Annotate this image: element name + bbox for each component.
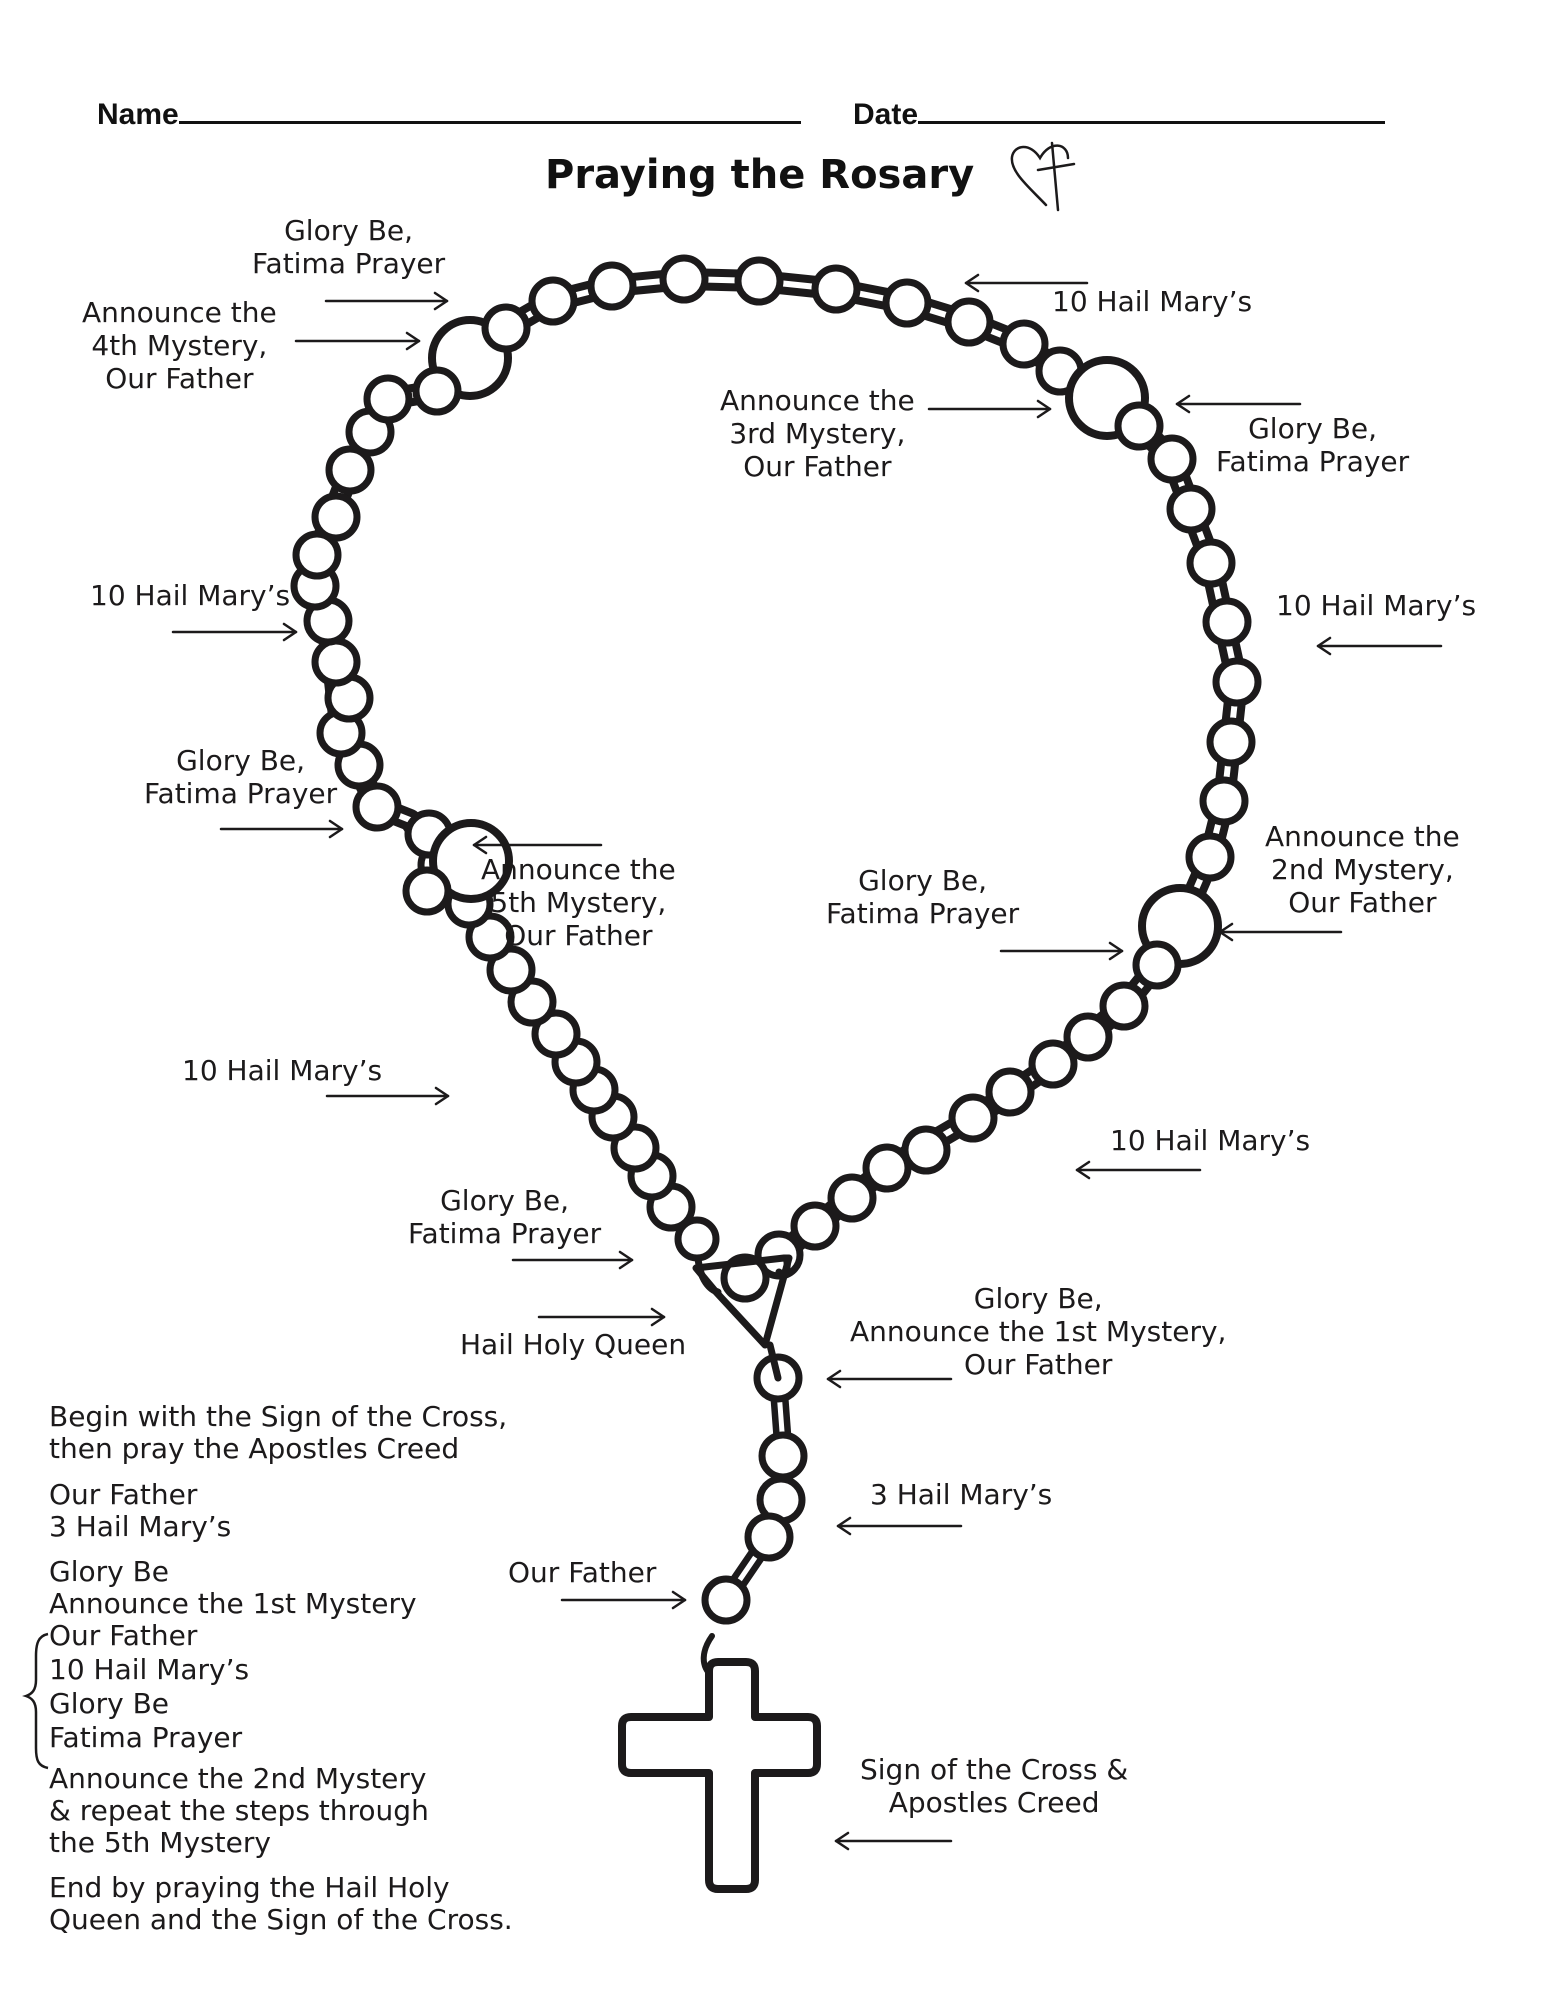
pointer-arrow — [834, 1831, 953, 1851]
pointer-arrow — [1075, 1160, 1202, 1180]
step-decade: Our Father 10 Hail Mary’s Glory Be Fatim… — [49, 1619, 250, 1754]
hail-mary-bead — [531, 1009, 581, 1059]
pointer-arrow — [1218, 922, 1343, 942]
hail-mary-bead — [292, 530, 342, 580]
pointer-arrow — [171, 622, 298, 642]
hail-mary-bead — [1206, 717, 1256, 767]
label-announce-3rd-mystery: Announce the 3rd Mystery, Our Father — [720, 384, 915, 483]
label-announce-2nd-mystery: Announce the 2nd Mystery, Our Father — [1265, 820, 1460, 919]
label-sign-of-cross: Sign of the Cross & Apostles Creed — [860, 1753, 1129, 1819]
pointer-arrow — [836, 1516, 963, 1536]
label-glory-fatima-left-middle: Glory Be, Fatima Prayer — [144, 744, 338, 810]
hail-mary-bead — [528, 276, 578, 326]
label-glory-fatima-lower: Glory Be, Fatima Prayer — [408, 1184, 602, 1250]
pointer-arrow — [537, 1307, 666, 1327]
hail-mary-bead — [1114, 401, 1164, 451]
step-repeat: Announce the 2nd Mystery & repeat the st… — [49, 1762, 429, 1859]
pointer-arrow — [1175, 394, 1302, 414]
pointer-arrow — [927, 399, 1052, 419]
label-hail-marys-left-lower: 10 Hail Mary’s — [182, 1054, 383, 1087]
hail-mary-bead — [944, 297, 994, 347]
hail-mary-bead — [1185, 832, 1235, 882]
label-hail-marys-right-lower: 10 Hail Mary’s — [1110, 1124, 1311, 1157]
stem-bead — [758, 1431, 808, 1481]
date-field: Date — [853, 98, 1386, 132]
page-title: Praying the Rosary — [545, 152, 975, 198]
label-hail-marys-right-upper: 10 Hail Mary’s — [1276, 589, 1477, 622]
step-begin: Begin with the Sign of the Cross, then p… — [49, 1400, 508, 1465]
name-label: Name — [97, 98, 179, 131]
hail-mary-bead — [311, 492, 361, 542]
pointer-arrow — [294, 331, 421, 351]
name-field: Name — [97, 98, 801, 132]
hail-mary-bead — [1212, 657, 1262, 707]
hail-mary-bead — [790, 1201, 840, 1251]
label-announce-4th-mystery: Announce the 4th Mystery, Our Father — [82, 296, 277, 395]
label-glory-fatima-right-upper: Glory Be, Fatima Prayer — [1216, 412, 1410, 478]
hail-mary-bead — [862, 1143, 912, 1193]
hail-mary-bead — [1166, 484, 1216, 534]
label-three-hail-marys: 3 Hail Mary’s — [870, 1478, 1053, 1511]
hail-mary-bead — [1147, 434, 1197, 484]
label-hail-holy-queen: Hail Holy Queen — [460, 1328, 687, 1361]
label-announce-1st-mystery: Glory Be, Announce the 1st Mystery, Our … — [850, 1282, 1227, 1381]
hail-mary-bead — [402, 866, 452, 916]
hail-mary-bead — [587, 261, 637, 311]
step-end: End by praying the Hail Holy Queen and t… — [49, 1871, 513, 1936]
pointer-arrow — [511, 1250, 634, 1270]
pointer-arrow — [999, 941, 1124, 961]
hail-mary-bead — [1202, 597, 1252, 647]
stem-bead — [701, 1575, 751, 1625]
hail-mary-bead — [412, 366, 462, 416]
hail-mary-bead — [882, 278, 932, 328]
label-hail-marys-top-right: 10 Hail Mary’s — [1052, 285, 1253, 318]
steps-brace — [22, 1632, 49, 1770]
step-our-father-3-hail-marys: Our Father 3 Hail Mary’s — [49, 1478, 232, 1543]
hail-mary-bead — [827, 1173, 877, 1223]
hail-mary-bead — [1186, 538, 1236, 588]
label-glory-fatima-center: Glory Be, Fatima Prayer — [826, 864, 1020, 930]
pointer-arrow — [324, 291, 449, 311]
hail-mary-bead — [1199, 776, 1249, 826]
hail-mary-bead — [720, 1253, 770, 1303]
pointer-arrow — [560, 1590, 687, 1610]
step-glory-announce-1st: Glory Be Announce the 1st Mystery — [49, 1555, 417, 1620]
date-label: Date — [853, 98, 919, 131]
pointer-arrow — [325, 1086, 450, 1106]
pointer-arrow — [1316, 636, 1443, 656]
hail-mary-bead — [363, 374, 413, 424]
hail-mary-bead — [481, 303, 531, 353]
hail-mary-bead — [1028, 1039, 1078, 1089]
center-links — [694, 1254, 791, 1382]
hail-mary-bead — [985, 1067, 1035, 1117]
hail-mary-bead — [999, 319, 1049, 369]
label-hail-marys-left-upper: 10 Hail Mary’s — [90, 579, 291, 612]
pointer-arrow — [472, 835, 603, 855]
hail-mary-bead — [1132, 940, 1182, 990]
label-our-father-stem: Our Father — [508, 1556, 657, 1589]
hail-mary-bead — [352, 782, 402, 832]
hail-mary-bead — [659, 254, 709, 304]
crucifix — [618, 1658, 821, 1893]
hail-mary-bead — [311, 637, 361, 687]
hail-mary-bead — [1099, 981, 1149, 1031]
pointer-arrow — [219, 819, 344, 839]
pointer-arrow — [964, 273, 1089, 293]
stem-bead — [744, 1512, 794, 1562]
pointer-arrow — [826, 1369, 953, 1389]
name-line — [178, 99, 801, 124]
hail-mary-bead — [734, 256, 784, 306]
heart-cross-icon — [1010, 141, 1076, 212]
our-father-bead — [429, 819, 513, 903]
hail-mary-bead — [901, 1125, 951, 1175]
hail-mary-bead — [948, 1093, 998, 1143]
label-announce-5th-mystery: Announce the 5th Mystery, Our Father — [481, 853, 676, 952]
hail-mary-bead — [811, 264, 861, 314]
label-glory-fatima-top-left: Glory Be, Fatima Prayer — [252, 214, 446, 280]
hail-mary-bead — [1063, 1012, 1113, 1062]
date-line — [918, 99, 1386, 124]
hail-mary-bead — [325, 445, 375, 495]
